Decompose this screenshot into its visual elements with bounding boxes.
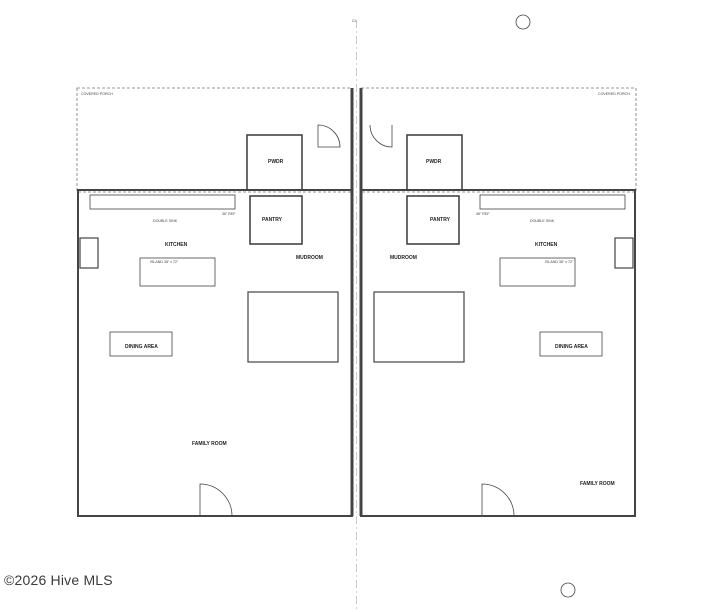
pantry-right-label: PANTRY [430, 217, 451, 223]
island-left [139, 257, 216, 287]
pantry-left [249, 195, 303, 245]
range-left [79, 237, 99, 269]
stairs-right [373, 291, 465, 363]
covered-porch-left [76, 87, 353, 193]
cl-label: CL [352, 19, 357, 23]
mudroom-left-label: MUDROOM [296, 255, 323, 261]
ref-right-label: 36" REF [476, 212, 490, 216]
pantry-right [406, 195, 460, 245]
pwdr-right-label: PWDR [426, 159, 442, 165]
dining-table-left [109, 331, 173, 357]
door-left [199, 483, 233, 517]
covered-porch-right [360, 87, 637, 193]
pwdr-left [246, 134, 303, 191]
island-left-label: ISLAND 38" x 72" [150, 260, 179, 264]
section-mark-top [515, 14, 531, 30]
mudroom-right-label: MUDROOM [390, 255, 417, 261]
stairs-left [247, 291, 339, 363]
kitchen-right-label: KITCHEN [535, 242, 558, 248]
watermark: ©2026 Hive MLS [4, 572, 113, 588]
porch-left-label: COVERED PORCH [81, 92, 113, 96]
dining-table-right [539, 331, 603, 357]
family-left-label: FAMILY ROOM [192, 441, 227, 447]
counter-left [89, 194, 236, 210]
range-right [614, 237, 634, 269]
island-right [499, 257, 576, 287]
porch-right-label: COVERED PORCH [598, 92, 630, 96]
sink-right-label: DOUBLE SINK [530, 219, 555, 223]
left-unit-walls [77, 189, 353, 517]
section-mark-bottom [560, 582, 576, 598]
sink-left-label: DOUBLE SINK [153, 219, 178, 223]
dining-left-label: DINING AREA [125, 344, 158, 350]
family-right-label: FAMILY ROOM [580, 481, 615, 487]
dining-right-label: DINING AREA [555, 344, 588, 350]
pwdr-right [406, 134, 463, 191]
right-unit-walls [360, 189, 636, 517]
kitchen-left-label: KITCHEN [165, 242, 188, 248]
island-right-label: ISLAND 38" x 72" [545, 260, 574, 264]
counter-right [479, 194, 626, 210]
door-right [481, 483, 515, 517]
pwdr-left-label: PWDR [268, 159, 284, 165]
pantry-left-label: PANTRY [262, 217, 283, 223]
ref-left-label: 36" REF [222, 212, 236, 216]
